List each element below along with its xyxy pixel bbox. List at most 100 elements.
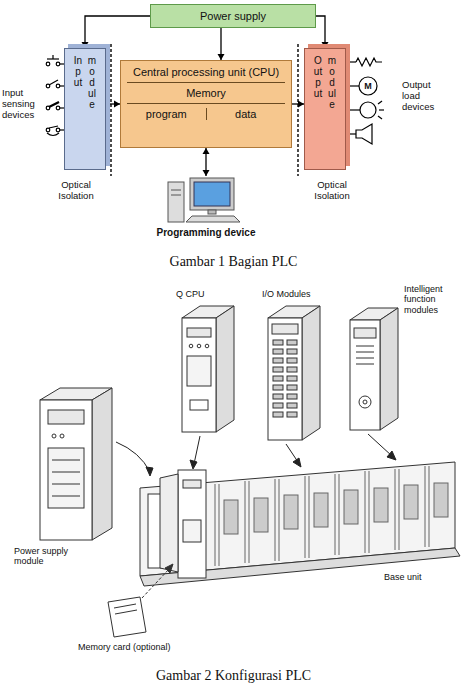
io-module-drawing-part-part [273,367,283,372]
base-unit-drawing-part [183,480,201,488]
power-supply-module-drawing-part [52,484,80,485]
q-cpu-module-drawing [182,306,234,432]
output-load-symbols-part [346,85,359,86]
base-unit-drawing-part-part [245,481,246,563]
optical-isolation-line-part [110,44,111,176]
base-unit-drawing-part-part [344,490,358,524]
io-module-drawing-part [273,340,297,417]
io-module-drawing-part-part [287,358,297,363]
io-module-drawing-part-part [287,349,297,354]
output-load-symbols-part [378,116,382,119]
io-module-drawing-part-part [273,358,283,363]
intelligent-module-drawing-part [359,396,371,408]
input-switch-symbols-part [46,128,50,132]
input-switch-symbols [46,55,64,136]
input-switch-symbols-part [49,126,58,128]
io-module-drawing-part-part [273,412,283,417]
base-unit-drawing-part-part [395,469,396,550]
intelligent-module-drawing-part [356,358,374,359]
io-module-drawing-part [302,306,320,440]
base-unit-drawing-part [178,470,206,578]
output-load-symbols-part [356,58,382,66]
output-module-box: Outputmodule [304,48,346,170]
input-switch-symbols-part [56,84,60,88]
base-unit-drawing-part-part [224,500,238,534]
part-label: Power supply module [14,546,70,567]
base-unit-drawing-part [215,466,429,566]
connector [106,101,120,108]
power-supply-module-drawing-part [48,410,84,424]
module-insert-arrows-part [368,434,392,456]
base-unit-drawing-part-part [254,498,268,532]
input-module-box: Input module [64,48,106,170]
intelligent-module-drawing-part [350,320,380,430]
base-unit-drawing-part-part [309,476,310,558]
q-cpu-module-drawing-part [189,344,193,348]
cpu-label: Central processing unit (CPU) [127,66,285,78]
input-switch-symbols-part [56,62,60,66]
q-cpu-module-drawing-part [197,344,201,348]
input-switch-symbols-part [56,128,60,132]
power-supply-module-drawing-part [40,400,92,540]
module-insert-arrows-part [293,458,301,467]
part-label: I/O Modules [262,289,332,299]
computer-icon-part [171,195,181,196]
base-unit-drawing-part-part [249,481,250,563]
base-unit-drawing-part-part [215,484,216,566]
base-unit-drawing-part-part [284,495,298,529]
base-unit-drawing-part-part [219,484,220,566]
memory-area-label: program [127,108,206,120]
memory-label: Memory [127,87,285,99]
input-switch-symbols-part [56,106,60,110]
base-unit-drawing-part-part [314,493,328,527]
output-devices-label: Output load devices [402,80,450,113]
input-switch-symbols-part [46,62,50,66]
power-supply-module-drawing-part [52,472,80,473]
power-supply-module-drawing [40,388,112,540]
base-unit-drawing-part-part [275,479,276,561]
power-supply-module-drawing-part [48,448,84,508]
intelligent-module-drawing-part [356,352,374,353]
isolation-label: Optical Isolation [300,180,364,202]
base-unit-drawing-part-part [425,466,426,547]
memory-card-drawing-part [165,564,173,573]
computer-icon-part [168,182,184,222]
base-unit-drawing-part-part [305,476,306,558]
intelligent-module-drawing-part [356,346,374,347]
power-supply-box: Power supply [150,4,316,28]
optical-isolation-line-part [297,44,298,176]
output-load-symbols-part [378,101,382,104]
output-load-symbols-part [346,109,360,110]
part-label: Memory card (optional) [78,642,208,652]
connector-line [85,16,150,48]
connector [218,28,225,60]
io-module-drawing-part-part [287,340,297,345]
output-load-symbols-part [359,77,377,95]
io-module-drawing-part-part [287,403,297,408]
memory-card-drawing-part [114,604,136,608]
io-module-drawing-part-part [273,394,283,399]
power-supply-module-drawing-part [92,388,112,540]
module-label: module [87,55,97,163]
base-unit-drawing-part-part [399,469,400,550]
output-load-symbols-part [346,133,356,134]
io-module-drawing-part [272,324,298,334]
power-supply-module-drawing-part [52,434,56,438]
input-switch-symbols-part [52,55,53,59]
power-supply-module-drawing-part [52,460,80,461]
connector [203,148,210,176]
base-unit-drawing-part-part [335,474,336,555]
io-module-drawing [268,306,320,440]
base-unit-drawing-part [160,474,178,572]
module-insert-arrows [116,434,396,476]
module-insert-arrows-part [146,467,153,476]
q-cpu-module-drawing-part [182,318,216,432]
input-switch-symbols-part [49,102,59,107]
module-label: module [327,55,337,163]
module-label: Input [73,55,83,163]
connector [82,16,151,48]
q-cpu-module-drawing-part [205,344,209,348]
output-load-symbols-part [356,124,372,144]
io-module-drawing-part-part [287,412,297,417]
output-load-symbols-part [346,61,356,62]
